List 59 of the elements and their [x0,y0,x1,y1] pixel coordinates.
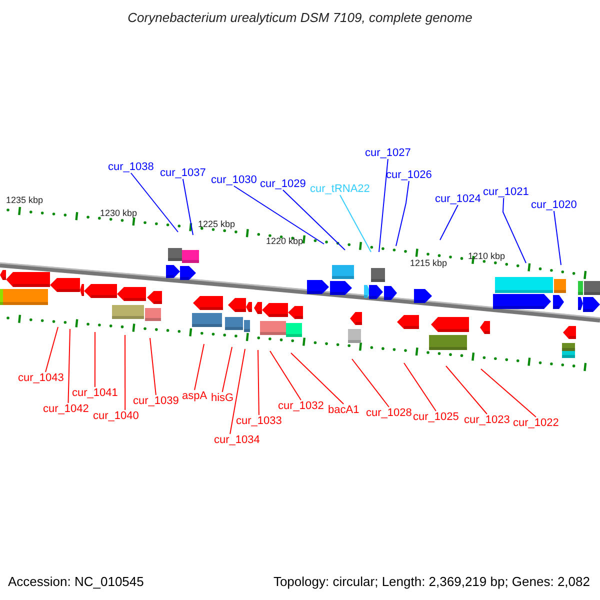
scale-label: 1220 kbp [266,236,304,246]
gene-label: cur_1022 [513,417,559,429]
leader-line [553,210,562,266]
leader-line [194,344,204,390]
leader-line [130,172,178,232]
leader-line [352,358,390,408]
genome-info-text: Topology: circular; Length: 2,369,219 bp; Genes: 2,082 [273,574,590,589]
gene-label: cur_tRNA22 [310,183,370,195]
gene-label: cur_1030 [211,174,257,186]
gene-label: cur_1027 [365,147,411,159]
gene-label: cur_1041 [72,387,118,399]
gene-label: cur_1029 [260,178,306,190]
gene-label: cur_1042 [43,403,89,415]
leader-line [378,158,388,252]
leader-line [150,338,156,396]
gene-label: bacA1 [328,404,360,416]
leader-line [480,368,536,418]
scale-label: 1235 kbp [6,195,44,205]
gene-label: cur_1023 [464,414,510,426]
gene-label: cur_1032 [278,400,324,412]
scale-label: 1215 kbp [410,258,448,268]
scale-label: 1225 kbp [198,219,236,229]
leader-line [446,366,488,414]
gene-label: cur_1028 [366,407,412,419]
scale-label: 1230 kbp [100,208,138,218]
title: Corynebacterium urealyticum DSM 7109, complete genome [126,10,474,25]
gene-label: cur_1024 [435,193,481,205]
leader-line [124,334,126,410]
gene-label: cur_1020 [531,199,577,211]
leader-line [258,350,260,416]
leader-line [339,194,372,252]
accession-text: Accession: NC_010545 [8,574,144,589]
leader-line [94,332,96,388]
gene-label: cur_1040 [93,410,139,422]
gene-label: cur_1021 [483,186,529,198]
leader-line [230,348,246,434]
gene-label: cur_1033 [236,415,282,427]
gene-label: cur_1039 [133,395,179,407]
gene-label: cur_1026 [386,169,432,181]
leader-line [68,328,70,404]
gene-label: cur_1043 [18,372,64,384]
gene-label: cur_1025 [413,411,459,423]
gene-label: cur_1034 [214,434,260,446]
leader-line [502,198,526,264]
leader-line [45,326,58,372]
leader-line [222,346,232,392]
leader-line [282,190,346,250]
leader-line [396,180,410,246]
gene-label: cur_1038 [108,161,154,173]
gene-label: aspA [182,390,208,402]
scale-label: 1210 kbp [468,251,506,261]
leader-line [182,178,194,236]
gene-label: cur_1037 [160,167,206,179]
leader-line [270,350,302,400]
gene-label: hisG [211,392,234,404]
leader-line [404,362,436,412]
leader-line [233,186,324,244]
leader-line [290,352,344,404]
leader-line [440,204,458,240]
